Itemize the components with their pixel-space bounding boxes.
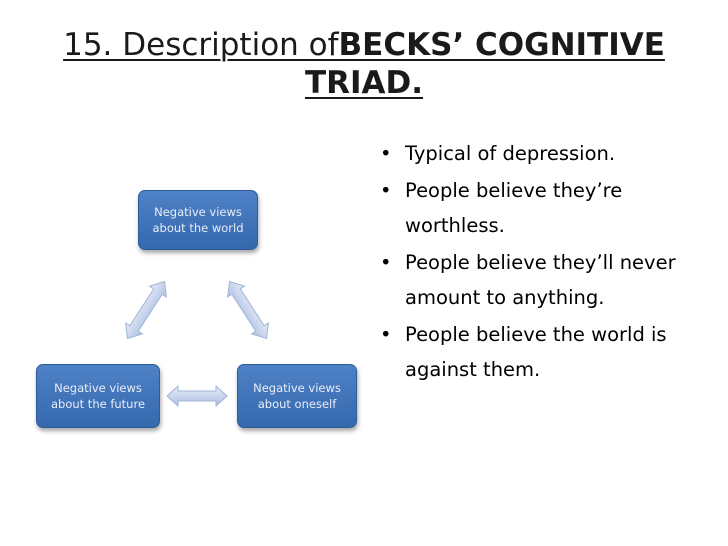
bullet-item: • People believe they’re worthless.	[380, 173, 720, 243]
node-negative-views-future: Negative views about the future	[36, 364, 160, 428]
bullet-glyph: •	[380, 323, 392, 346]
bullet-text: Typical of depression.	[405, 142, 616, 165]
node-self-label: Negative views about oneself	[253, 381, 341, 411]
bullet-list: • Typical of depression. • People believe …	[380, 136, 720, 389]
bullet-item: • Typical of depression.	[380, 136, 720, 171]
title-bold-line1: BECKS’ COGNITIVE	[338, 27, 665, 63]
node-negative-views-self: Negative views about oneself	[237, 364, 357, 428]
arrow-future-self	[166, 384, 228, 408]
node-future-label: Negative views about the future	[50, 381, 146, 411]
bullet-glyph: •	[380, 179, 392, 202]
arrow-world-future	[125, 280, 167, 340]
title-prefix: 15. Description of	[63, 27, 339, 63]
bullet-glyph: •	[380, 142, 392, 165]
node-world-label: Negative views about the world	[152, 205, 244, 235]
slide-title: 15. Description ofBECKS’ COGNITIVE TRIAD…	[20, 26, 708, 102]
bullet-item: • People believe the world is against the…	[380, 317, 720, 387]
bullet-item: • People believe they’ll never amount to …	[380, 245, 720, 315]
title-bold-line2: TRIAD.	[304, 65, 424, 101]
arrow-world-self	[227, 280, 269, 340]
bullet-text: People believe they’re worthless.	[405, 179, 623, 237]
bullet-glyph: •	[380, 251, 392, 274]
node-negative-views-world: Negative views about the world	[138, 190, 258, 250]
bullet-text: People believe the world is against them…	[405, 323, 667, 381]
bullet-text: People believe they’ll never amount to a…	[405, 251, 676, 309]
